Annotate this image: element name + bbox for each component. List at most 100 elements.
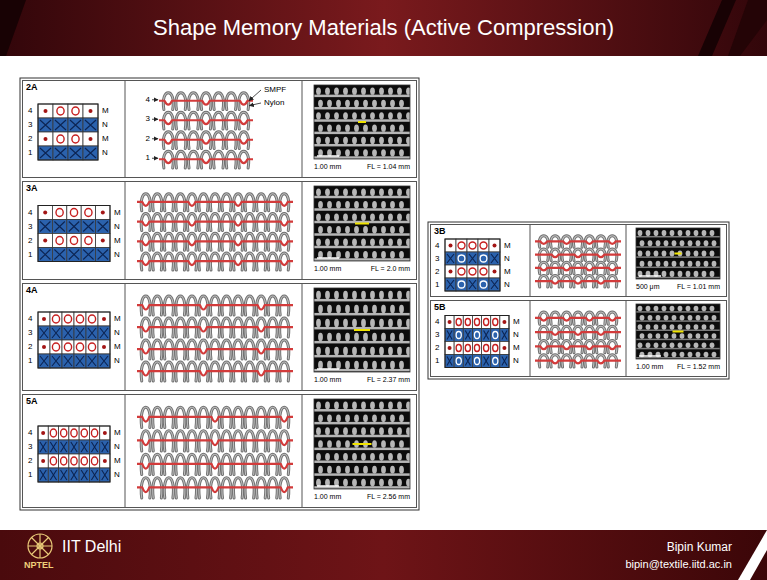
course-number: 1	[28, 251, 32, 259]
photo-loop	[343, 239, 348, 247]
grid-cell	[59, 440, 69, 454]
photo-loop	[363, 251, 368, 259]
miss-circle	[456, 332, 461, 339]
photo-loop	[336, 226, 341, 234]
knit-cross	[61, 470, 67, 480]
photo-loop	[334, 427, 339, 435]
photo-loop	[670, 343, 675, 349]
label-anchor: 1	[28, 149, 32, 157]
generated-art	[38, 80, 720, 508]
photo-loop	[406, 239, 410, 247]
photo-loop	[399, 361, 404, 369]
photo-loop	[327, 333, 332, 341]
miss-circle	[71, 457, 77, 465]
miss-circle	[81, 457, 87, 465]
feeder-code: N	[513, 331, 519, 339]
photo-float	[314, 409, 410, 412]
miss-circle	[56, 209, 63, 217]
photo-loop	[363, 201, 368, 209]
label-anchor: 1.00 mm	[314, 493, 341, 500]
miss-circle	[456, 319, 461, 326]
photo-loop	[343, 402, 348, 410]
course-number: 3	[435, 255, 439, 263]
photo-loop	[664, 261, 669, 267]
feeder-code: N	[114, 223, 120, 231]
photo-loop	[345, 305, 350, 313]
knit-dot	[42, 317, 46, 321]
miss-circle	[493, 332, 498, 339]
smpf-yarn	[159, 140, 253, 144]
grid-cell	[86, 340, 98, 354]
grid-cell	[467, 265, 478, 278]
miss-circle	[484, 319, 489, 326]
knit-dot	[44, 109, 48, 113]
feeder-code: N	[513, 357, 519, 365]
photo-loop	[318, 124, 323, 131]
grid-cell	[62, 326, 74, 340]
photo-loop	[379, 87, 384, 94]
photo-loop	[662, 250, 667, 256]
scale-bar	[317, 155, 339, 157]
grid-cell	[482, 355, 491, 368]
photo-loop	[336, 414, 341, 422]
photo-float	[314, 119, 410, 122]
panel-divider	[125, 181, 126, 280]
feeder-code: M	[114, 237, 121, 245]
grid-cell	[69, 426, 79, 440]
grid-cell	[74, 326, 86, 340]
smpf-yarn	[137, 371, 293, 375]
miss-circle	[469, 268, 476, 275]
miss-circle	[480, 281, 487, 288]
grid-cell	[38, 468, 48, 482]
photo-loop	[397, 112, 402, 119]
knit-cross	[83, 250, 93, 260]
knit-cross	[447, 280, 454, 289]
label-anchor: FL = 2.37 mm	[367, 376, 410, 383]
float-length: FL = 2.56 mm	[367, 493, 410, 500]
label-anchor: M	[114, 343, 121, 351]
photo-loop	[336, 305, 341, 313]
photo-loop	[372, 201, 377, 209]
photo-loop	[363, 361, 368, 369]
smpf-yarn	[159, 159, 253, 163]
feeder-code: M	[504, 242, 511, 250]
photo-float	[314, 327, 410, 330]
photo-loop	[343, 427, 348, 435]
grid-cell	[59, 468, 69, 482]
knit-cross	[40, 442, 46, 452]
photo-loop	[325, 137, 330, 144]
photo-loop	[372, 414, 377, 422]
photo-loop	[672, 261, 677, 267]
miss-circle	[480, 242, 487, 249]
photo-loop	[379, 479, 384, 487]
title-bar	[0, 0, 767, 56]
label-anchor: N	[102, 121, 108, 129]
miss-circle	[493, 345, 498, 352]
photo-loop	[399, 124, 404, 131]
photo-loop	[343, 453, 348, 461]
photo-float	[636, 348, 720, 350]
smpf-yarn	[137, 241, 293, 245]
miss-circle	[76, 315, 83, 323]
knit-cross	[85, 120, 96, 130]
photo-float	[314, 221, 410, 224]
knit-cross	[502, 331, 507, 340]
smpf-yarn	[535, 255, 621, 258]
grid-cell	[74, 312, 86, 326]
photo-loop	[680, 315, 685, 321]
photo-loop	[372, 361, 377, 369]
photo-loop	[654, 324, 659, 330]
photo-loop	[327, 201, 332, 209]
knit-cross	[64, 328, 72, 338]
knit-cross	[55, 120, 66, 130]
knit-cross	[502, 357, 507, 366]
grid-cell	[100, 426, 110, 440]
photo-loop	[662, 343, 667, 349]
photo-loop	[640, 315, 645, 321]
photo-loop	[318, 466, 323, 474]
grid-cell	[491, 342, 500, 355]
photo-loop	[638, 250, 643, 256]
photo-loop	[390, 466, 395, 474]
label-anchor: FL = 2.0 mm	[371, 265, 410, 272]
photo-loop	[406, 453, 410, 461]
